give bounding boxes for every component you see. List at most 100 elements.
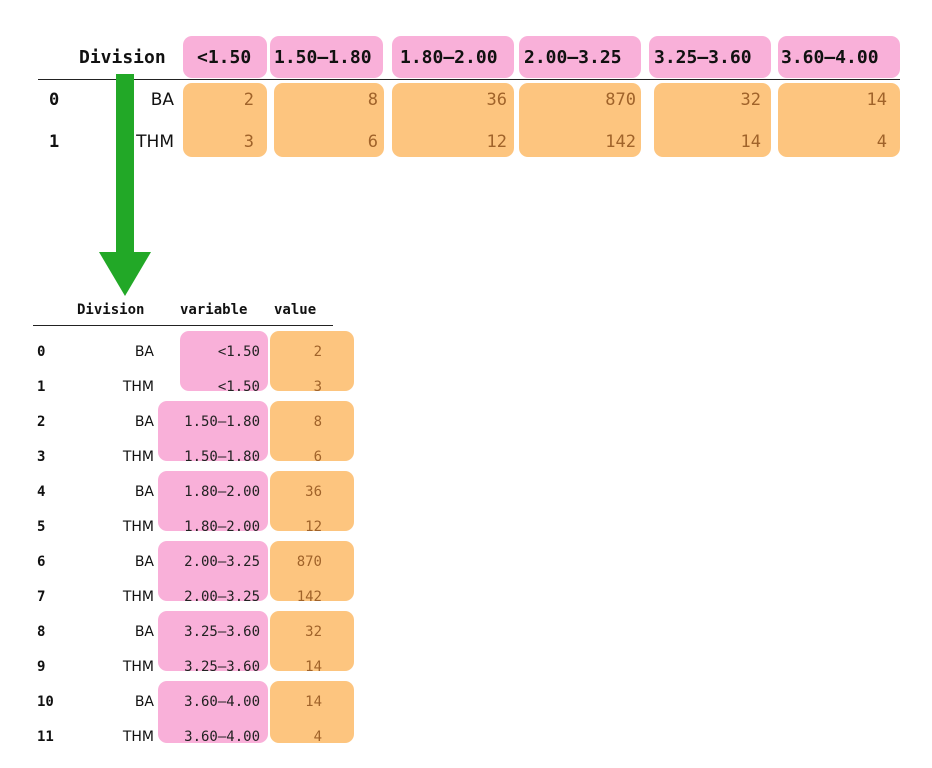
long-var-bg-4: [158, 611, 268, 671]
wide-col-values-bg-1: [274, 83, 384, 157]
long-header-value: value: [274, 302, 317, 318]
long-val-bg-4: [270, 611, 354, 671]
long-row-value: 14: [305, 659, 322, 675]
long-row-index: 0: [37, 344, 46, 360]
long-row-division: THM: [122, 729, 154, 745]
wide-col-header-1: 1.50–1.80: [274, 47, 372, 68]
long-row-variable: <1.50: [217, 379, 260, 395]
long-row-division: BA: [134, 344, 154, 360]
long-row-index: 2: [37, 414, 46, 430]
long-val-bg-0: [270, 331, 354, 391]
long-row-division: BA: [134, 554, 154, 570]
long-header-division: Division: [77, 302, 145, 318]
long-row-value: 32: [305, 624, 322, 640]
wide-col-header-bg-1: [270, 36, 383, 78]
long-val-bg-2: [270, 471, 354, 531]
wide-col-header-4: 3.25–3.60: [654, 47, 752, 68]
wide-cell-0-5: 14: [866, 90, 887, 110]
wide-col-header-bg-5: [778, 36, 900, 78]
wide-cell-0-4: 32: [740, 90, 761, 110]
long-val-bg-3: [270, 541, 354, 601]
melt-arrow-icon: [99, 74, 151, 296]
long-row-variable: 1.50–1.80: [184, 414, 260, 430]
wide-col-header-bg-3: [519, 36, 641, 78]
long-row-division: THM: [122, 659, 154, 675]
wide-index-header: Division: [79, 47, 166, 68]
wide-col-values-bg-4: [654, 83, 771, 157]
long-var-bg-5: [158, 681, 268, 743]
wide-row-index-0: 0: [49, 90, 60, 110]
long-row-division: BA: [134, 694, 154, 710]
wide-col-header-bg-2: [392, 36, 514, 78]
long-val-bg-5: [270, 681, 354, 743]
long-row-value: 12: [305, 519, 322, 535]
long-row-index: 8: [37, 624, 46, 640]
long-row-index: 3: [37, 449, 46, 465]
long-row-variable: 3.25–3.60: [184, 659, 260, 675]
long-row-division: BA: [134, 414, 154, 430]
long-var-bg-1: [158, 401, 268, 461]
long-row-division: THM: [122, 519, 154, 535]
wide-cell-0-2: 36: [486, 90, 507, 110]
long-row-value: 142: [296, 589, 322, 605]
wide-cell-1-4: 14: [740, 132, 761, 152]
long-row-division: THM: [122, 379, 154, 395]
wide-cell-0-3: 870: [605, 90, 636, 110]
long-row-division: BA: [134, 484, 154, 500]
long-row-index: 6: [37, 554, 46, 570]
long-header-variable: variable: [180, 302, 248, 318]
long-row-division: BA: [134, 624, 154, 640]
long-row-index: 7: [37, 589, 46, 605]
wide-row-division-1: THM: [136, 132, 174, 152]
long-row-value: 870: [296, 554, 322, 570]
wide-col-values-bg-5: [778, 83, 900, 157]
long-row-value: 8: [313, 414, 322, 430]
long-row-value: 36: [305, 484, 322, 500]
long-row-variable: 3.60–4.00: [184, 694, 260, 710]
long-row-variable: <1.50: [217, 344, 260, 360]
wide-col-header-2: 1.80–2.00: [400, 47, 498, 68]
wide-cell-1-1: 6: [367, 132, 378, 152]
wide-row-index-1: 1: [49, 132, 60, 152]
long-row-variable: 3.25–3.60: [184, 624, 260, 640]
long-row-division: THM: [122, 449, 154, 465]
long-row-value: 2: [313, 344, 322, 360]
long-row-variable: 2.00–3.25: [184, 589, 260, 605]
wide-col-header-bg-0: [183, 36, 267, 78]
wide-col-header-0: <1.50: [197, 47, 252, 68]
long-row-variable: 3.60–4.00: [184, 729, 260, 745]
melt-arrow-shaft: [116, 74, 134, 254]
wide-col-values-bg-0: [183, 83, 267, 157]
wide-cell-1-2: 12: [486, 132, 507, 152]
long-var-bg-2: [158, 471, 268, 531]
long-row-index: 5: [37, 519, 46, 535]
long-row-division: THM: [122, 589, 154, 605]
long-row-variable: 2.00–3.25: [184, 554, 260, 570]
long-header-rule: [33, 325, 333, 326]
wide-col-header-3: 2.00–3.25: [524, 47, 622, 68]
long-row-index: 9: [37, 659, 46, 675]
long-row-value: 3: [313, 379, 322, 395]
wide-cell-1-5: 4: [876, 132, 887, 152]
long-row-index: 10: [37, 694, 54, 710]
long-row-value: 6: [313, 449, 322, 465]
long-row-value: 4: [313, 729, 322, 745]
wide-col-values-bg-3: [519, 83, 641, 157]
wide-row-division-0: BA: [150, 90, 174, 110]
long-var-bg-0: [180, 331, 268, 391]
long-var-bg-3: [158, 541, 268, 601]
long-row-variable: 1.80–2.00: [184, 519, 260, 535]
wide-table: Division <1.50 1.50–1.80 1.80–2.00 2.00–…: [0, 0, 932, 170]
wide-cell-0-0: 2: [243, 90, 254, 110]
long-row-index: 11: [37, 729, 54, 745]
wide-cell-0-1: 8: [367, 90, 378, 110]
wide-header-rule: [38, 79, 900, 80]
wide-cell-1-3: 142: [605, 132, 636, 152]
long-row-index: 4: [37, 484, 46, 500]
wide-col-header-bg-4: [649, 36, 771, 78]
long-row-index: 1: [37, 379, 46, 395]
wide-col-values-bg-2: [392, 83, 514, 157]
long-row-variable: 1.80–2.00: [184, 484, 260, 500]
melt-arrow-head: [99, 252, 151, 296]
